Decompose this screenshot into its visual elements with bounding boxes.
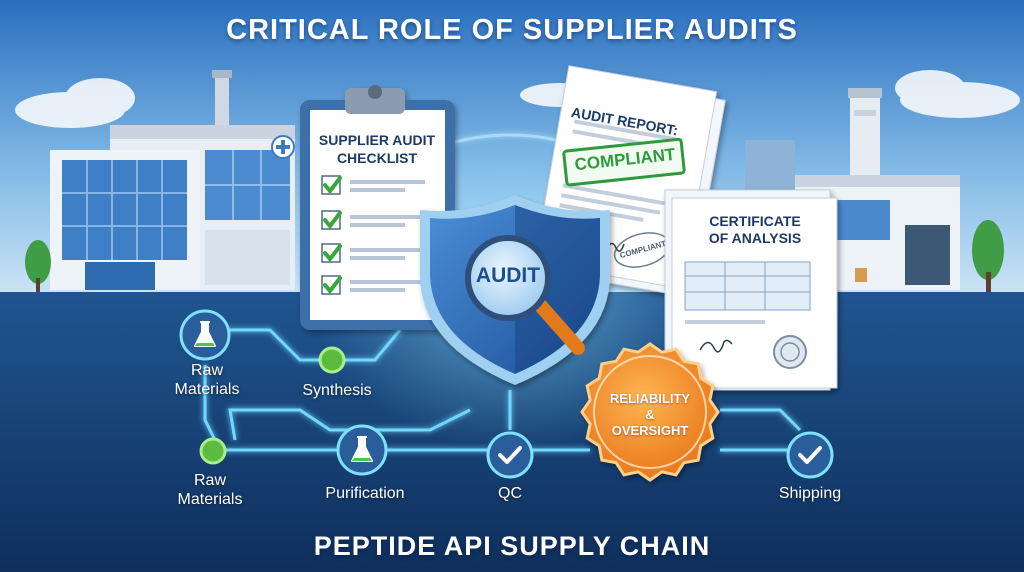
checklist-rows <box>321 175 425 295</box>
node-label-line1: Synthesis <box>302 382 372 399</box>
badge-line1: RELIABILITY <box>609 391 691 406</box>
trees <box>25 220 1004 292</box>
magnifier-icon <box>465 235 585 355</box>
node-raw-materials-top-marker <box>179 309 231 361</box>
node-label-shipping: Shipping <box>750 484 870 503</box>
node-label-raw-materials-bottom: Raw Materials <box>150 471 270 509</box>
node-shipping-marker <box>786 431 834 479</box>
badge-text: RELIABILITY & OVERSIGHT <box>594 391 706 439</box>
node-label-line1: Shipping <box>778 485 842 502</box>
certificate-title: CERTIFICATE OF ANALYSIS <box>675 213 835 247</box>
node-synthesis-marker <box>318 346 346 374</box>
checklist-title-line2: CHECKLIST <box>336 150 418 166</box>
badge-line3: OVERSIGHT <box>611 423 689 438</box>
node-label-purification: Purification <box>305 484 425 503</box>
left-factory-building <box>50 70 295 290</box>
node-label-synthesis: Synthesis <box>277 381 397 400</box>
certificate-title-line1: CERTIFICATE <box>709 213 801 229</box>
node-label-raw-materials-top: Raw Materials <box>147 361 267 399</box>
bottom-title: PEPTIDE API SUPPLY CHAIN <box>313 531 711 561</box>
badge-line2: & <box>645 407 655 422</box>
node-raw-materials-bottom-marker <box>199 437 227 465</box>
supply-chain-connectors <box>203 328 802 452</box>
shield-audit-label: AUDIT <box>475 264 541 287</box>
certificate-title-line2: OF ANALYSIS <box>708 230 802 246</box>
certificate-document <box>664 189 838 391</box>
checklist-title-line1: SUPPLIER AUDIT <box>318 132 436 148</box>
checklist-title: SUPPLIER AUDIT CHECKLIST <box>312 131 442 167</box>
node-label-line1: QC <box>498 485 522 502</box>
node-label-line1: Raw <box>193 472 226 489</box>
compliant-stamp <box>562 137 686 187</box>
node-label-line2: Materials <box>177 491 243 508</box>
node-qc-marker <box>486 431 534 479</box>
reliability-badge <box>580 342 720 482</box>
main-title: CRITICAL ROLE OF SUPPLIER AUDITS <box>226 14 798 46</box>
node-label-qc: QC <box>450 484 570 503</box>
node-label-line1: Raw <box>190 362 223 379</box>
node-label-line2: Materials <box>174 381 240 398</box>
node-purification-marker <box>336 424 388 476</box>
node-label-line1: Purification <box>325 485 405 502</box>
